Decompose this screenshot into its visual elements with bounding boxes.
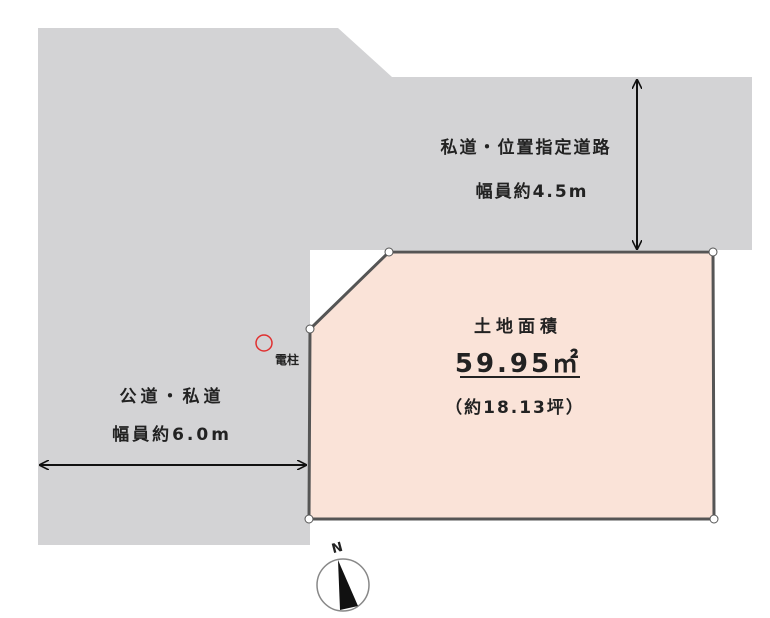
north-road-label: 私道・位置指定道路 [441,137,612,158]
road-area [38,28,752,545]
plot-corner-markers [304,247,719,524]
utility-pole-icon [255,334,273,352]
compass-north-label: N [330,540,344,557]
plot-area-tsubo: （約18.13坪） [445,397,585,418]
land-plot [307,250,716,521]
west-road-label: 公道・私道 [120,386,225,407]
plot-area-value: 59.95㎡ [455,348,581,379]
north-compass-icon: N [316,540,370,612]
north-road-width: 幅員約4.5m [476,181,589,202]
plot-area-title: 土地面積 [474,316,562,337]
utility-pole-label: 電柱 [275,352,299,367]
west-road-width: 幅員約6.0m [112,424,232,445]
